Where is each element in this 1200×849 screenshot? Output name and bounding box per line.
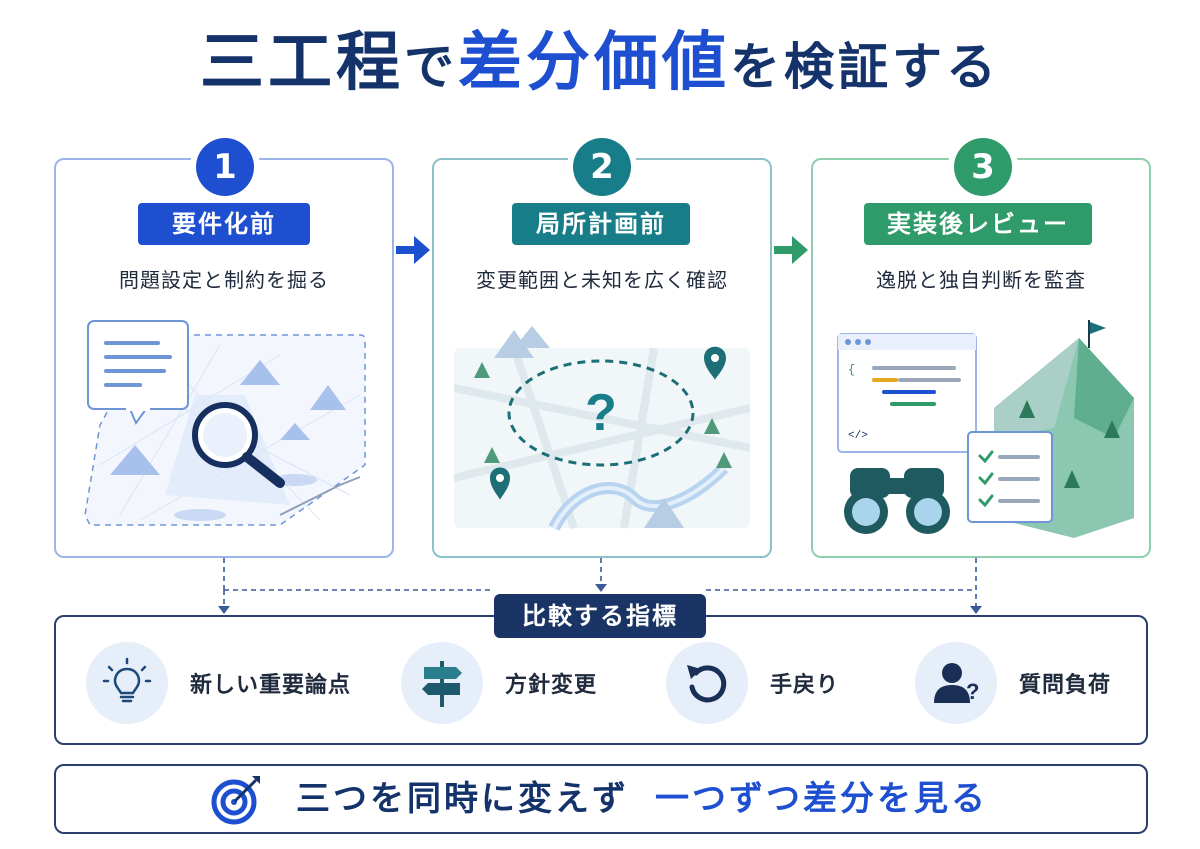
svg-text:{: { xyxy=(848,363,855,377)
signpost-icon xyxy=(422,661,462,707)
svg-text:</>: </> xyxy=(848,430,868,442)
stage-description-2: 変更範囲と未知を広く確認 xyxy=(476,268,728,292)
stage-description-3: 逸脱と独自判断を監査 xyxy=(876,268,1086,292)
stage-number-badge-2: 2 xyxy=(573,138,631,196)
metric-policy-change: 方針変更 xyxy=(401,642,598,724)
arrow-right-icon xyxy=(774,236,808,264)
metric-new-issues: 新しい重要論点 xyxy=(86,642,352,724)
target-icon xyxy=(211,776,260,825)
svg-text:?: ? xyxy=(585,384,617,442)
metric-label-question-load: 質問負荷 xyxy=(1019,673,1112,698)
rotate-ccw-icon xyxy=(687,665,727,703)
review-audit-illustration: { </> xyxy=(837,320,1134,538)
svg-text:?: ? xyxy=(966,679,979,704)
scope-map-illustration: ? xyxy=(454,326,750,531)
bottom-message-part-2: 一つずつ差分を見る xyxy=(655,779,988,819)
title-part-1: 三工程 xyxy=(200,26,404,100)
page-title: 三工程で差分価値を検証する xyxy=(0,18,1200,112)
bottom-message: 三つを同時に変えず一つずつ差分を見る xyxy=(296,764,988,834)
stage-label-2: 局所計画前 xyxy=(512,203,690,245)
title-part-2: で xyxy=(404,38,458,96)
problem-exploration-illustration xyxy=(84,320,366,526)
metric-question-load: ? 質問負荷 xyxy=(915,642,1112,724)
bottom-message-part-1: 三つを同時に変えず xyxy=(296,779,629,819)
metric-rework: 手戻り xyxy=(666,642,840,724)
stage-description-1: 問題設定と制約を掘る xyxy=(119,268,329,292)
metric-label-new-issues: 新しい重要論点 xyxy=(190,673,352,698)
stage-label-1: 要件化前 xyxy=(138,203,310,245)
title-part-4: を検証する xyxy=(730,38,1000,96)
lightbulb-icon xyxy=(102,657,152,703)
stage-number-badge-3: 3 xyxy=(954,138,1012,196)
metrics-heading: 比較する指標 xyxy=(494,594,706,638)
user-question-icon: ? xyxy=(934,663,979,704)
stage-number-badge-1: 1 xyxy=(196,138,254,196)
metric-label-policy-change: 方針変更 xyxy=(505,673,598,698)
stage-label-3: 実装後レビュー xyxy=(864,203,1092,245)
arrow-right-icon xyxy=(396,236,430,264)
metric-label-rework: 手戻り xyxy=(770,673,840,698)
title-part-3: 差分価値 xyxy=(458,26,730,100)
